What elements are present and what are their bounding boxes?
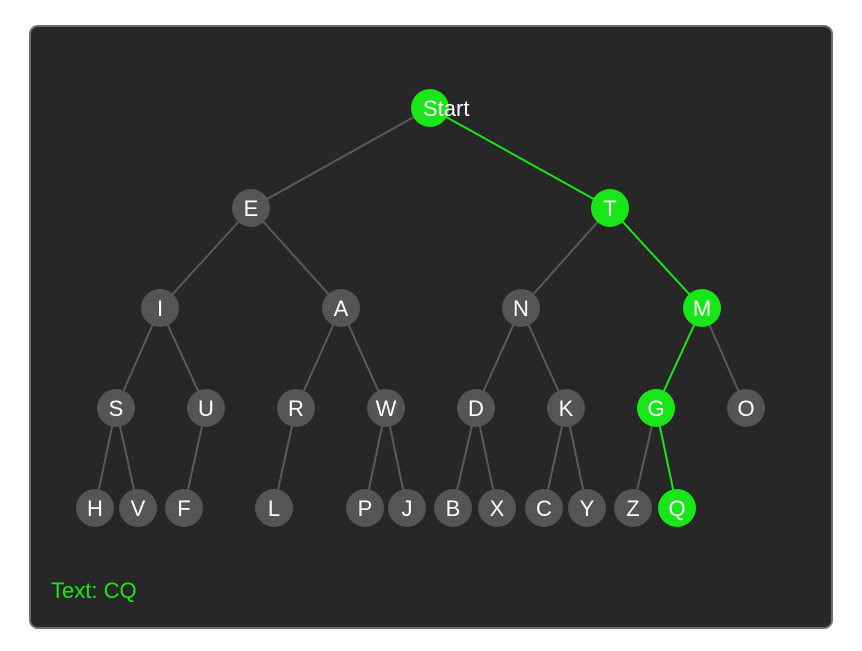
decoded-text-readout: Text: CQ (51, 578, 137, 603)
node-circle-c (525, 489, 563, 527)
tree-node-e: E (232, 189, 270, 227)
node-label-u: U (198, 396, 214, 421)
node-circle-j (388, 489, 426, 527)
node-label-y: Y (580, 496, 595, 521)
edge-start-e (250, 107, 431, 209)
node-circle-start (411, 89, 449, 127)
node-circle-i (141, 289, 179, 327)
node-label-h: H (87, 496, 103, 521)
node-circle-u (187, 389, 225, 427)
node-label-a: A (334, 296, 349, 321)
node-circle-h (76, 489, 114, 527)
node-circle-m (683, 289, 721, 327)
node-circle-s (97, 389, 135, 427)
tree-node-m: M (683, 289, 721, 327)
edge-e-i (159, 207, 252, 309)
node-label-f: F (177, 496, 190, 521)
node-circle-v (119, 489, 157, 527)
node-circle-q (658, 489, 696, 527)
node-circle-z (614, 489, 652, 527)
node-circle-y (568, 489, 606, 527)
tree-node-j: J (388, 489, 426, 527)
node-label-n: N (513, 296, 529, 321)
tree-node-d: D (457, 389, 495, 427)
tree-node-h: H (76, 489, 114, 527)
node-label-start: Start (423, 96, 469, 121)
edge-start-t (429, 107, 611, 209)
tree-node-o: O (727, 389, 765, 427)
tree-node-q: Q (658, 489, 696, 527)
node-label-i: I (157, 296, 163, 321)
tree-node-s: S (97, 389, 135, 427)
node-circle-p (346, 489, 384, 527)
node-label-o: O (737, 396, 754, 421)
node-label-q: Q (668, 496, 685, 521)
tree-edges (94, 107, 747, 509)
tree-node-z: Z (614, 489, 652, 527)
node-circle-w (367, 389, 405, 427)
tree-node-c: C (525, 489, 563, 527)
node-circle-x (478, 489, 516, 527)
node-circle-o (727, 389, 765, 427)
node-label-x: X (490, 496, 505, 521)
node-label-s: S (109, 396, 124, 421)
node-label-g: G (647, 396, 664, 421)
node-circle-b (434, 489, 472, 527)
tree-node-l: L (255, 489, 293, 527)
node-circle-t (591, 189, 629, 227)
node-circle-g (637, 389, 675, 427)
node-label-j: J (402, 496, 413, 521)
node-circle-e (232, 189, 270, 227)
tree-node-f: F (165, 489, 203, 527)
edge-e-a (250, 207, 342, 309)
tree-node-i: I (141, 289, 179, 327)
node-label-l: L (268, 496, 280, 521)
edge-t-m (609, 207, 703, 309)
node-circle-l (255, 489, 293, 527)
node-label-m: M (693, 296, 711, 321)
tree-node-b: B (434, 489, 472, 527)
node-label-e: E (244, 196, 259, 221)
tree-node-n: N (502, 289, 540, 327)
tree-node-y: Y (568, 489, 606, 527)
node-label-z: Z (626, 496, 639, 521)
tree-node-start: Start (411, 89, 469, 127)
node-circle-n (502, 289, 540, 327)
node-circle-d (457, 389, 495, 427)
node-label-b: B (446, 496, 461, 521)
tree-node-v: V (119, 489, 157, 527)
tree-node-t: T (591, 189, 629, 227)
node-label-v: V (131, 496, 146, 521)
tree-node-x: X (478, 489, 516, 527)
node-label-d: D (468, 396, 484, 421)
node-label-w: W (376, 396, 397, 421)
tree-node-u: U (187, 389, 225, 427)
node-label-r: R (288, 396, 304, 421)
node-label-c: C (536, 496, 552, 521)
node-circle-r (277, 389, 315, 427)
tree-node-k: K (547, 389, 585, 427)
tree-node-w: W (367, 389, 405, 427)
node-circle-a (322, 289, 360, 327)
tree-node-r: R (277, 389, 315, 427)
edge-t-n (520, 207, 611, 309)
node-label-k: K (559, 396, 574, 421)
node-label-p: P (358, 496, 373, 521)
tree-node-p: P (346, 489, 384, 527)
node-circle-k (547, 389, 585, 427)
tree-node-g: G (637, 389, 675, 427)
tree-node-a: A (322, 289, 360, 327)
node-circle-f (165, 489, 203, 527)
node-label-t: T (603, 196, 616, 221)
